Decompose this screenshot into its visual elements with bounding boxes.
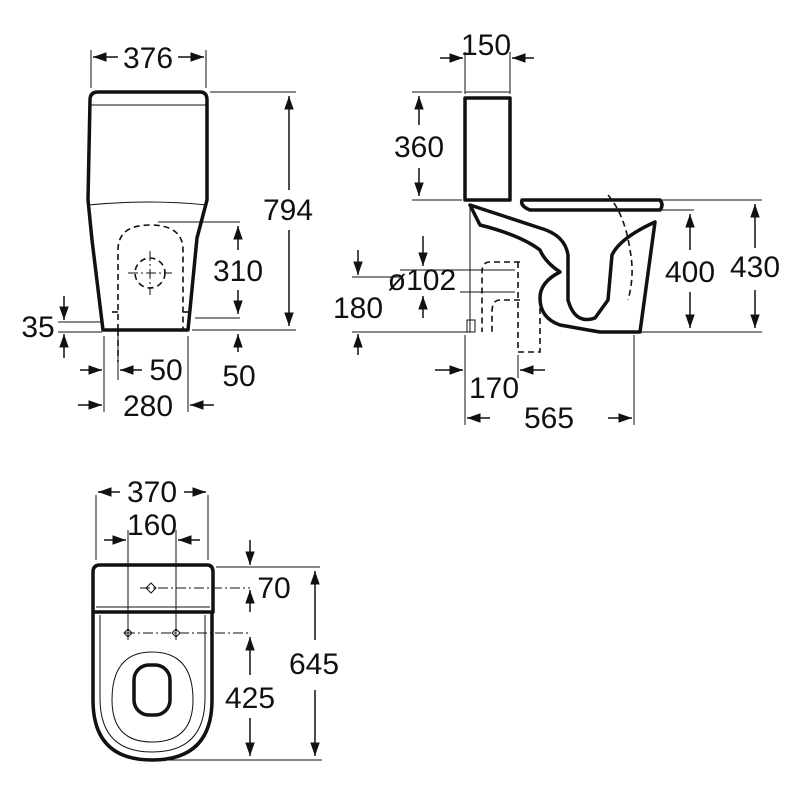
side-seat — [519, 198, 664, 212]
front-hidden-outlet — [117, 224, 184, 330]
dim-plan-wall-offset: 70 — [257, 572, 290, 605]
front-tank-outline — [86, 90, 209, 332]
side-hidden-outlet — [481, 261, 520, 332]
dim-plan-hole-spacing: 160 — [127, 509, 177, 542]
plan-view: 370 160 70 645 425 — [91, 476, 339, 762]
dim-front-inlet: 310 — [213, 255, 263, 288]
dim-plan-seat-to-edge: 425 — [225, 682, 275, 715]
dim-front-height: 794 — [263, 194, 313, 227]
dim-front-base: 280 — [123, 390, 173, 423]
dim-plan-length: 645 — [289, 648, 339, 681]
dim-front-offset-right: 50 — [222, 360, 255, 393]
front-tank-joint — [87, 201, 208, 206]
side-tank — [463, 96, 512, 202]
plan-flush-button — [145, 582, 157, 594]
plan-bowl — [91, 612, 214, 762]
dim-side-tank-depth: 150 — [461, 29, 511, 62]
plan-bowl-opening — [132, 663, 172, 717]
side-bowl — [468, 203, 657, 334]
dim-front-bottom: 35 — [21, 311, 54, 344]
dim-side-outlet-diameter: ø102 — [388, 264, 456, 297]
dim-side-seat-height: 430 — [730, 251, 780, 284]
dim-side-tank-height: 360 — [394, 131, 444, 164]
dim-front-offset-left: 50 — [149, 354, 182, 387]
dim-side-outlet-height: 180 — [333, 292, 383, 325]
dim-plan-width: 370 — [127, 476, 177, 509]
side-view: 150 360 400 430 ø102 180 170 — [333, 29, 780, 435]
dim-side-outlet-offset: 170 — [469, 372, 519, 405]
front-view: 376 794 310 35 50 50 280 — [21, 42, 313, 423]
plan-tank — [91, 563, 215, 614]
dim-side-total-depth: 565 — [524, 402, 574, 435]
dim-side-bowl-height: 400 — [665, 256, 715, 289]
dim-front-width: 376 — [123, 42, 173, 75]
